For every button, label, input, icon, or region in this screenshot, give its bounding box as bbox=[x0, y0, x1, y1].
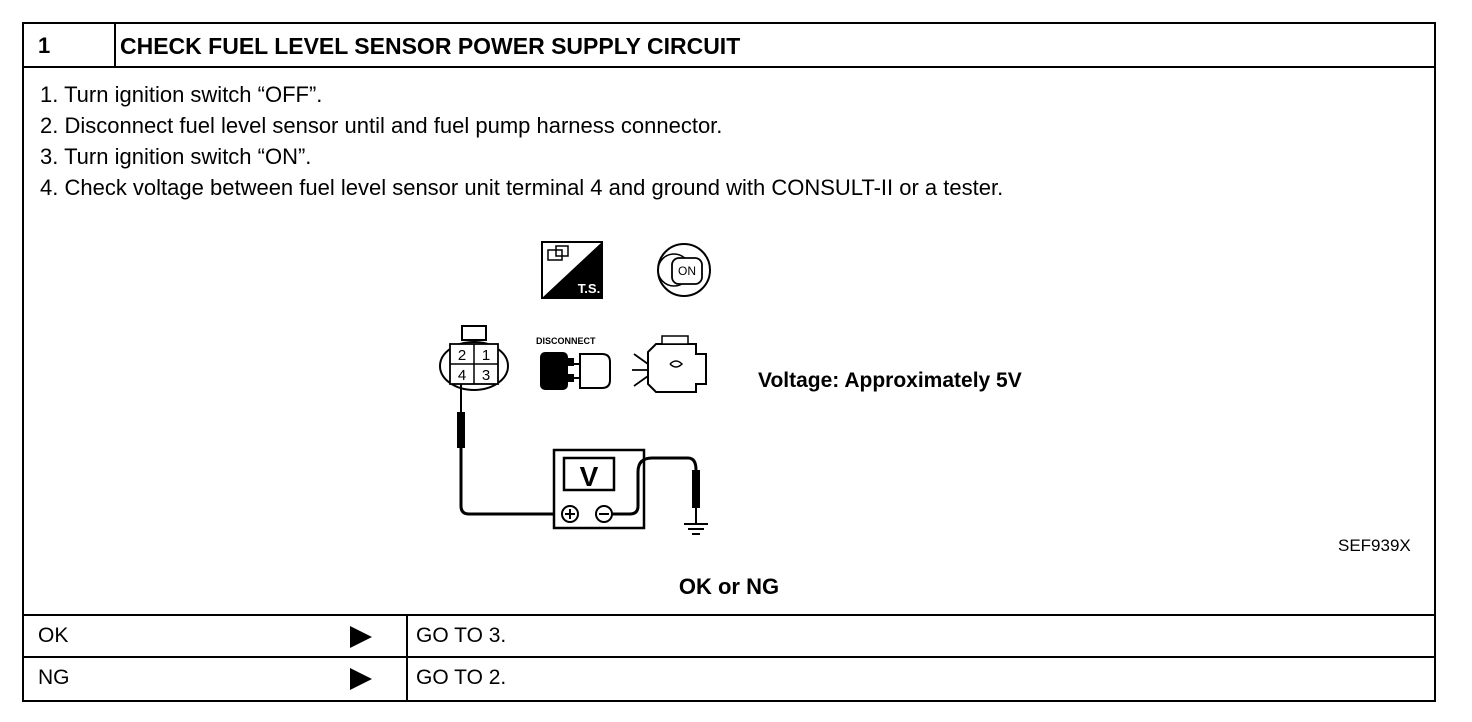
instruction-step: 1. Turn ignition switch “OFF”. bbox=[40, 82, 323, 107]
instruction-list: 1. Turn ignition switch “OFF”. 2. Discon… bbox=[40, 79, 1003, 203]
result-row-ng: NG GO TO 2. bbox=[24, 656, 1434, 700]
procedure-table: 1 CHECK FUEL LEVEL SENSOR POWER SUPPLY C… bbox=[22, 22, 1436, 702]
arrow-right-icon bbox=[350, 626, 372, 648]
harness-connector: 2 1 4 3 bbox=[439, 325, 509, 391]
positive-probe bbox=[457, 384, 560, 516]
terminal-1-label: 1 bbox=[482, 347, 490, 364]
voltmeter-label: V bbox=[580, 461, 599, 492]
terminal-4-label: 4 bbox=[458, 367, 466, 384]
circuit-diagram: T.S. ON DISCONNECT bbox=[439, 241, 711, 535]
instruction-step: 2. Disconnect fuel level sensor until an… bbox=[40, 113, 723, 138]
ts-label: T.S. bbox=[578, 281, 600, 296]
result-action: GO TO 3. bbox=[416, 624, 507, 647]
step-number: 1 bbox=[24, 24, 116, 66]
ignition-key-on-icon: ON bbox=[657, 243, 711, 297]
terminal-3-label: 3 bbox=[482, 367, 490, 384]
result-action: GO TO 2. bbox=[416, 666, 507, 689]
disconnect-connector-icon: DISCONNECT bbox=[536, 336, 611, 390]
key-on-label: ON bbox=[678, 264, 696, 278]
ground-icon bbox=[684, 523, 708, 535]
disconnect-label: DISCONNECT bbox=[536, 336, 596, 346]
terminal-2-label: 2 bbox=[458, 347, 466, 364]
step-header: 1 CHECK FUEL LEVEL SENSOR POWER SUPPLY C… bbox=[24, 24, 1434, 68]
result-label: NG bbox=[38, 666, 70, 689]
ok-or-ng-question: OK or NG bbox=[678, 574, 780, 599]
column-divider bbox=[406, 616, 408, 656]
result-row-ok: OK GO TO 3. bbox=[24, 614, 1434, 656]
result-label: OK bbox=[38, 624, 69, 647]
step-title: CHECK FUEL LEVEL SENSOR POWER SUPPLY CIR… bbox=[120, 33, 741, 59]
voltage-spec: Voltage: Approximately 5V bbox=[758, 369, 1022, 392]
ts-icon: T.S. bbox=[541, 241, 603, 299]
column-divider bbox=[406, 658, 408, 700]
negative-probe bbox=[612, 456, 700, 524]
figure-code: SEF939X bbox=[1338, 536, 1411, 555]
arrow-right-icon bbox=[350, 668, 372, 690]
voltmeter-icon: V bbox=[552, 448, 646, 530]
instruction-step: 4. Check voltage between fuel level sens… bbox=[40, 175, 1004, 200]
instruction-step: 3. Turn ignition switch “ON”. bbox=[40, 144, 312, 169]
engine-icon bbox=[632, 335, 707, 393]
